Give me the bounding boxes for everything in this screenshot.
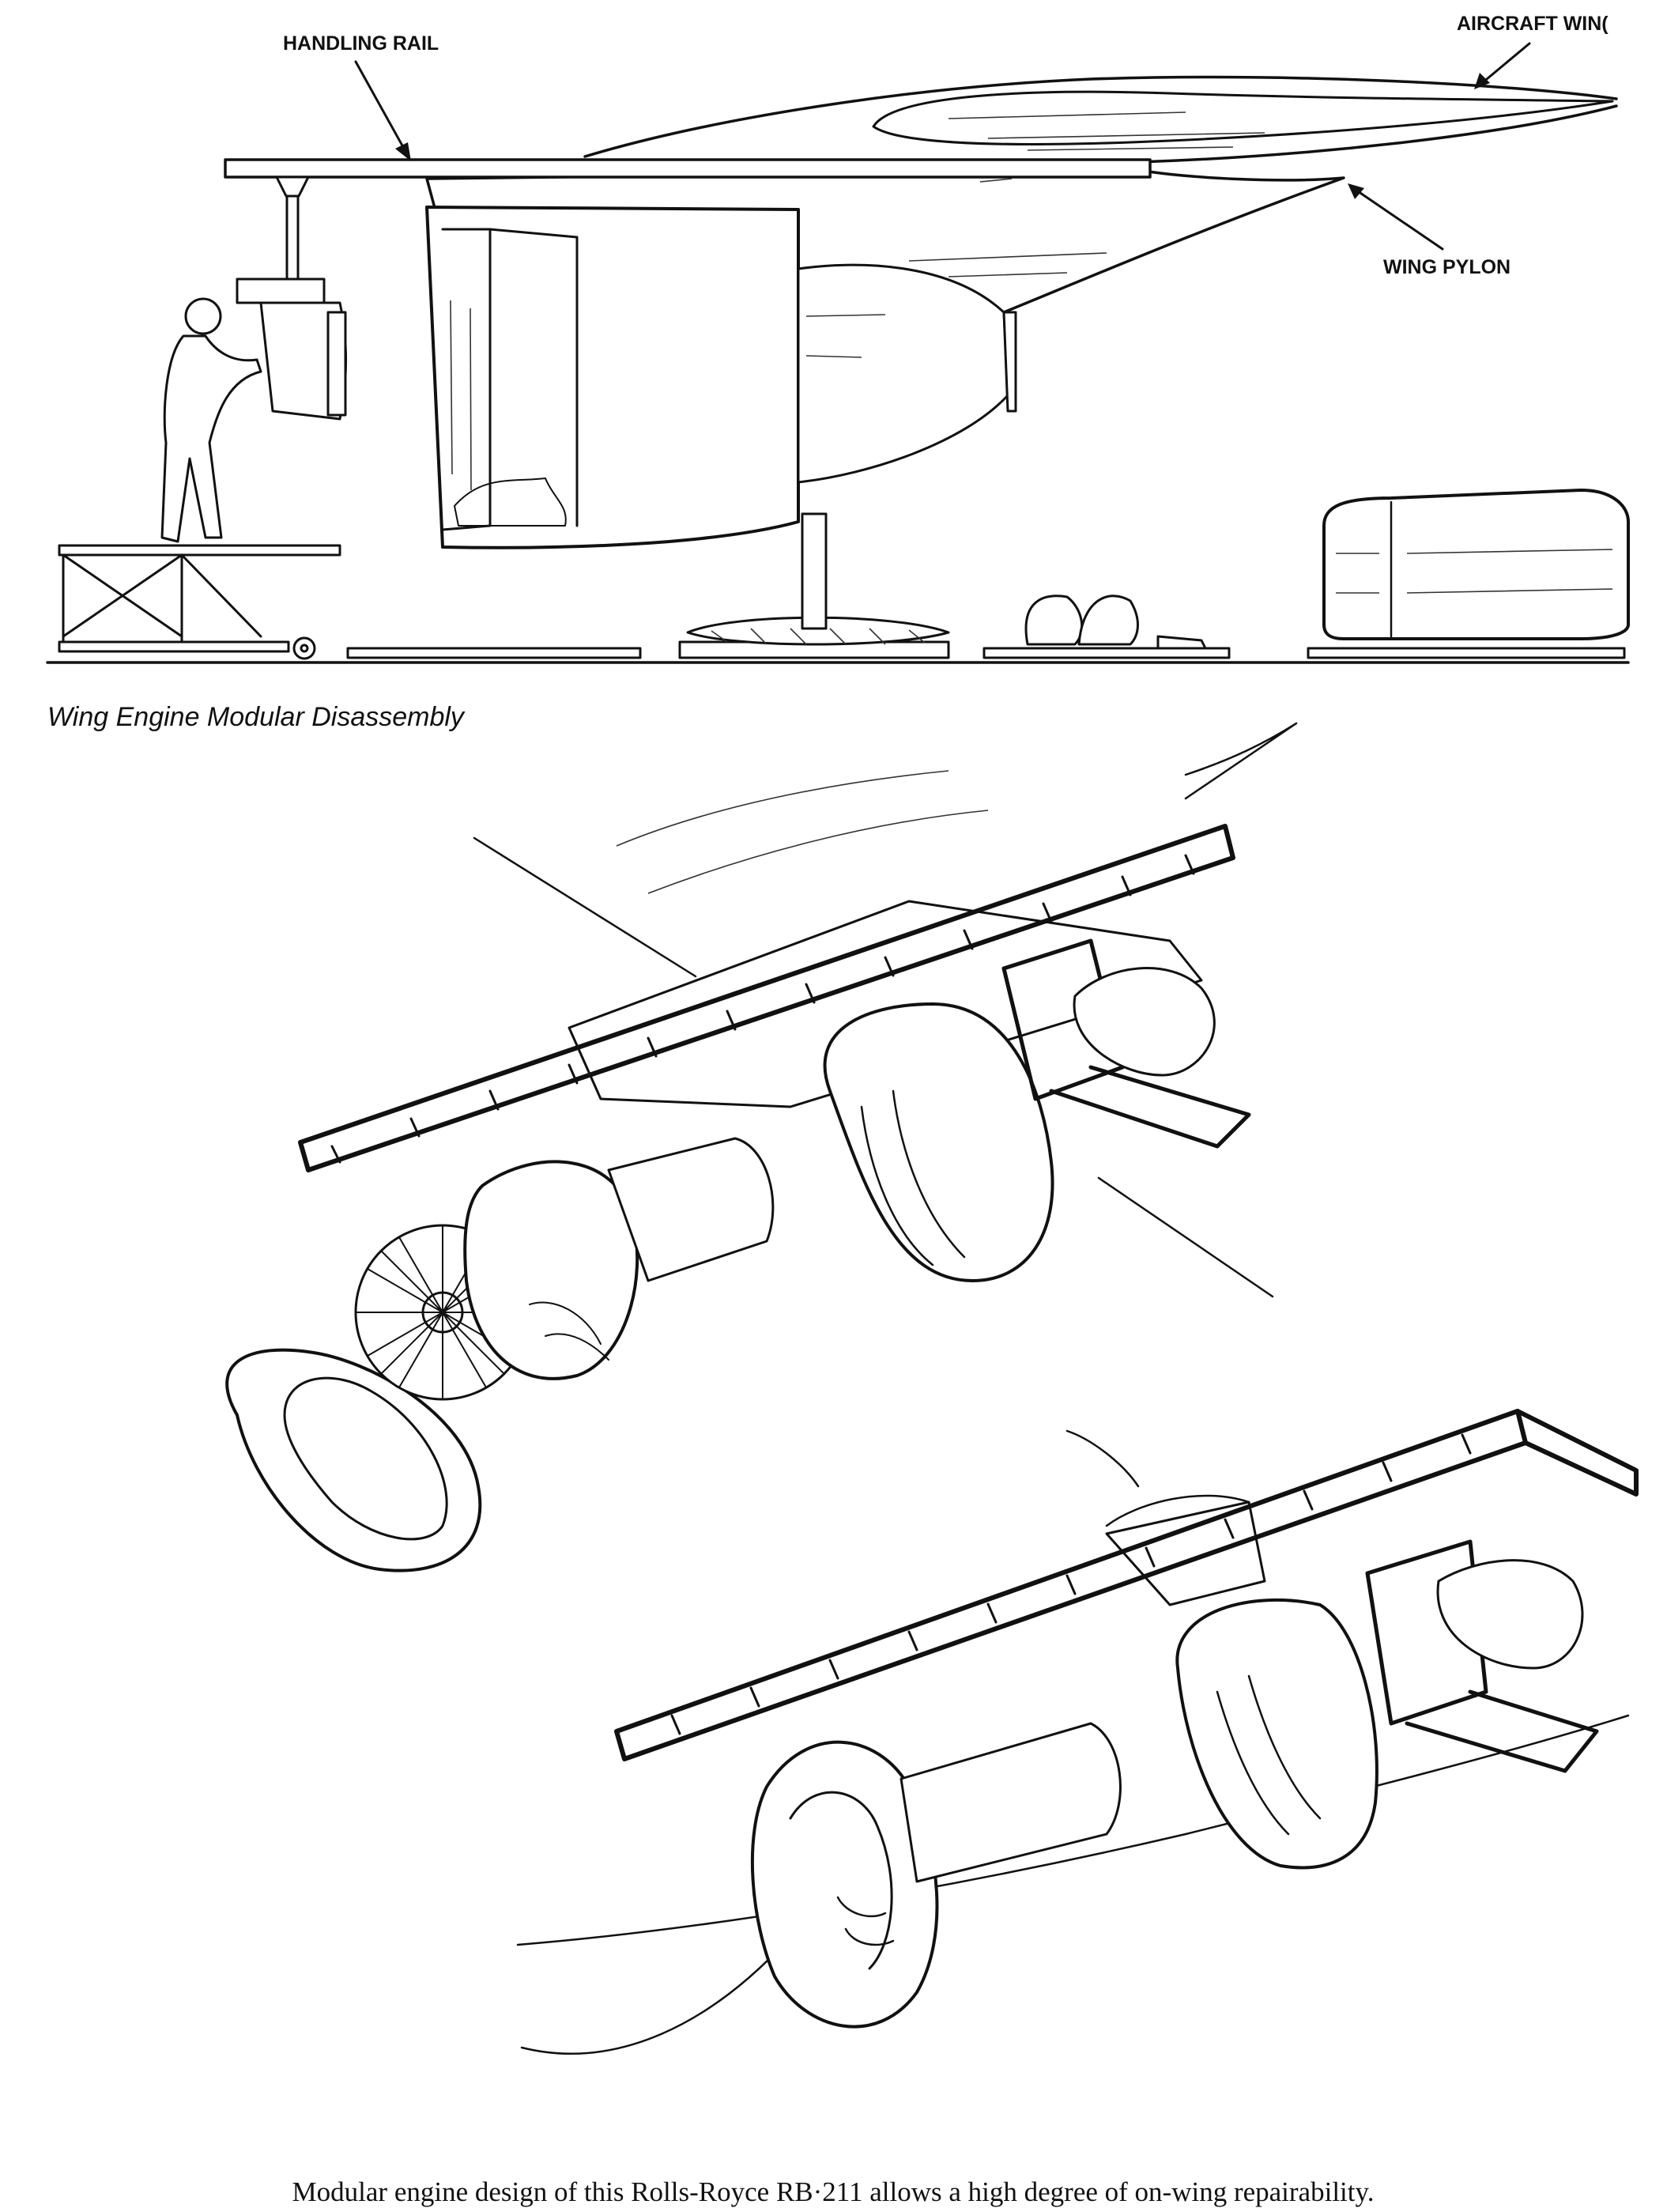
handling-frame: [298, 824, 1235, 1172]
fan-case-module: [225, 1348, 482, 1572]
top-diagram-caption: Wing Engine Modular Disassembly: [47, 702, 466, 732]
aircraft-wing-label: AIRCRAFT WIN(: [1457, 13, 1609, 35]
installed-engine-front: [750, 1722, 1122, 2029]
bypass-duct-module-2: [1175, 1599, 1378, 1870]
ground-dollies: [346, 489, 1630, 659]
figure-caption: Modular engine design of this Rolls-Royc…: [292, 2176, 1375, 2207]
bypass-duct-module: [823, 1002, 1054, 1282]
wing-leading-edge-line: [473, 836, 697, 978]
aircraft-wing: [583, 75, 1618, 164]
callout-arrows: [354, 42, 1531, 251]
handling-rail-label: HANDLING RAIL: [283, 32, 439, 55]
handling-frame-2: [614, 1409, 1639, 1761]
engine-disassembly-illustration-2: [516, 1409, 1639, 2055]
core-engine-module: [463, 1137, 775, 1380]
work-stand: [58, 544, 341, 660]
engine-disassembly-illustration-1: [225, 722, 1298, 1572]
wing-pylon-label: WING PYLON: [1383, 256, 1510, 278]
engine-nacelle: [425, 206, 1017, 549]
technician-figure: [160, 297, 262, 543]
wing-pylon: [425, 168, 1345, 314]
handling-rail: [224, 158, 1152, 179]
top-diagram: HANDLING RAIL AIRCRAFT WIN( WING PYLON W…: [46, 13, 1630, 732]
rear-module-cradle-2: [1365, 1539, 1599, 1773]
hoist-and-module: [236, 176, 347, 421]
rear-module-cradle: [1001, 938, 1251, 1149]
